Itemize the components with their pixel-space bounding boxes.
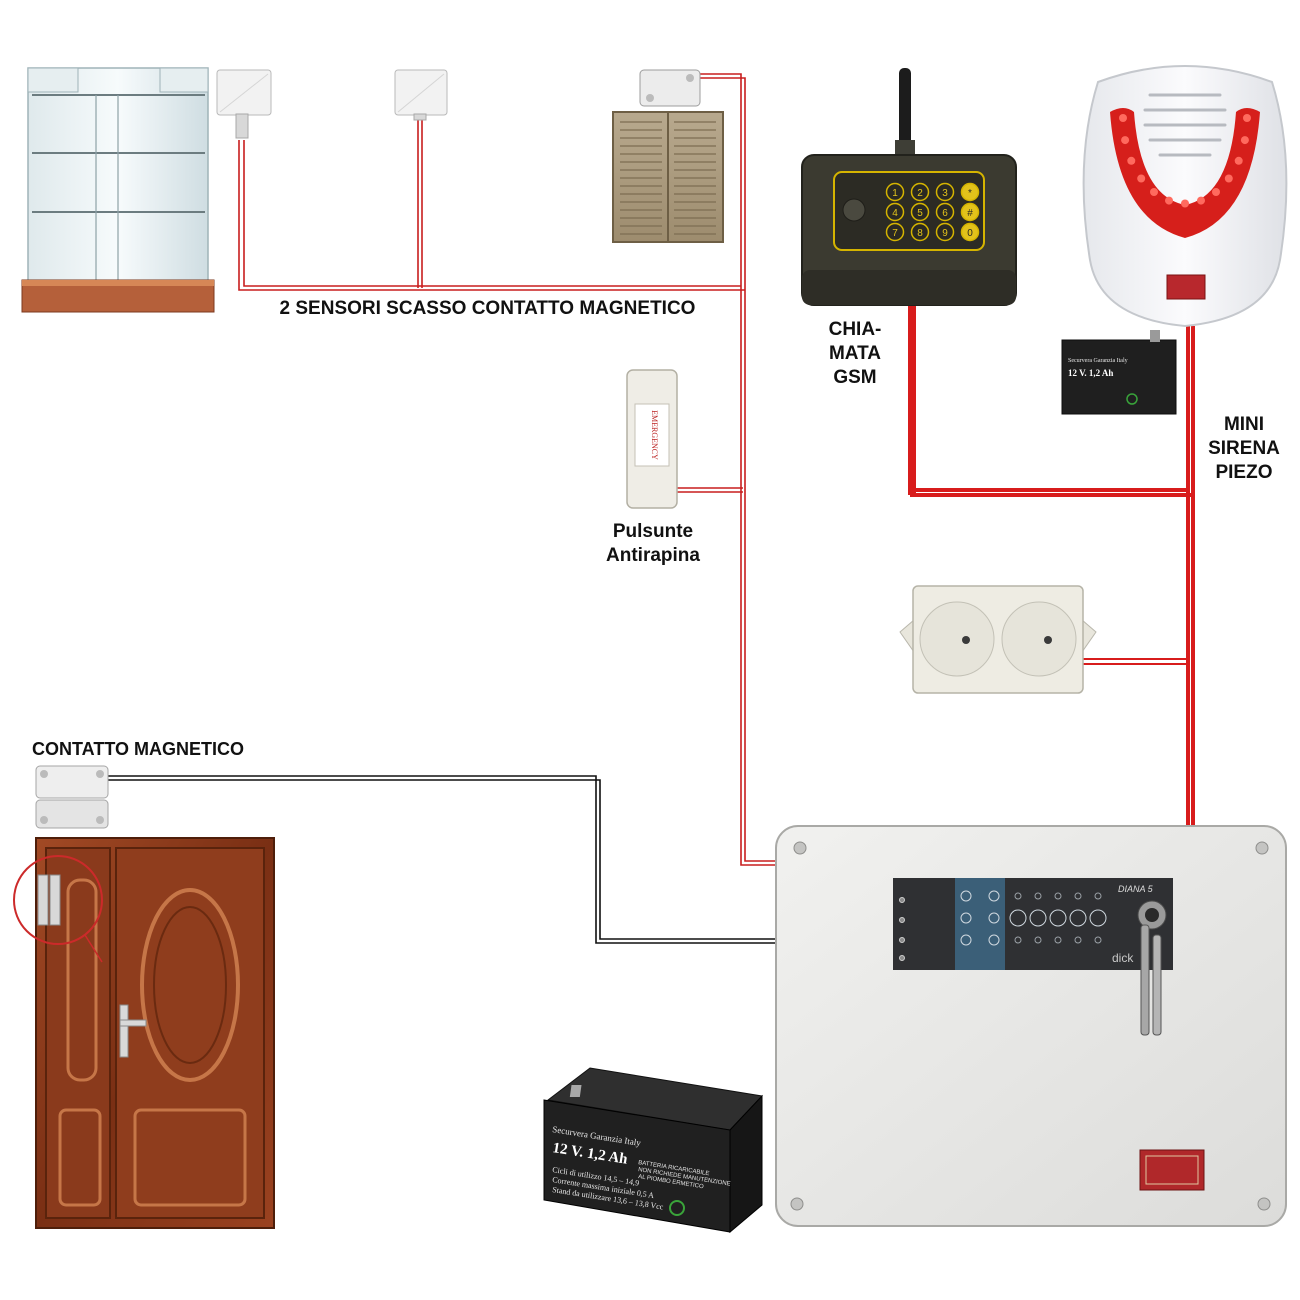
- battery-large: Securvera Garanzia Italy 12 V. 1,2 Ah BA…: [543, 1067, 764, 1234]
- panel-led: [899, 955, 905, 961]
- battery-small-rating: 12 V. 1,2 Ah: [1068, 368, 1113, 378]
- panel-led: [960, 912, 972, 924]
- glass-display-case: [21, 67, 215, 313]
- battery-small-brand: Securvera Garanzia Italy: [1068, 358, 1128, 364]
- gsm-key-label: 1: [892, 188, 898, 199]
- sensor-wire-red: [238, 73, 780, 866]
- svg-text:EMERGENCY: EMERGENCY: [650, 410, 659, 460]
- gsm-key: 3: [935, 182, 955, 202]
- door-magnetic-contact: [35, 765, 109, 829]
- siren-led: [1127, 156, 1136, 165]
- gsm-key: *: [960, 182, 980, 202]
- siren-led: [1197, 196, 1205, 205]
- buzzer-wire-red: [1082, 658, 1188, 665]
- siren-led: [1224, 174, 1233, 183]
- gsm-key: #: [960, 202, 980, 222]
- gsm-key: 9: [935, 222, 955, 242]
- panel-led: [1014, 936, 1022, 944]
- panel-led: [1009, 909, 1027, 927]
- panel-led: [1054, 892, 1062, 900]
- piezo-buzzer: [899, 585, 1097, 694]
- panel-led: [899, 917, 905, 923]
- panel-led: [960, 890, 972, 902]
- gsm-key-label: #: [967, 208, 973, 219]
- panel-led: [1094, 936, 1102, 944]
- gsm-key-label: 8: [917, 228, 923, 239]
- panel-led: [988, 912, 1000, 924]
- siren-led: [1121, 136, 1130, 145]
- siren-label-line-1: MINI: [1223, 414, 1265, 435]
- panel-led: [1074, 892, 1082, 900]
- siren-led: [1181, 199, 1189, 208]
- gsm-key-label: 4: [892, 208, 898, 219]
- siren-led: [1240, 136, 1249, 145]
- gsm-key-label: 6: [942, 208, 948, 219]
- siren-led: [1243, 114, 1251, 122]
- wiring: [108, 73, 1195, 944]
- gsm-key: 0: [960, 222, 980, 242]
- shutter-contact: [639, 69, 701, 107]
- front-door: [13, 837, 275, 1229]
- mini-siren: [1082, 65, 1288, 328]
- panel-led: [1089, 909, 1107, 927]
- panel-led: [1029, 909, 1047, 927]
- panel-led: [899, 897, 905, 903]
- gsm-key: 7: [885, 222, 905, 242]
- gsm-dialer: 1 2 3 * 4 5 6 #7 8 9 0: [801, 68, 1017, 306]
- gsm-key-label: 0: [967, 228, 973, 239]
- panic-label-line-1: Pulsunte: [612, 521, 694, 542]
- siren-led: [1119, 114, 1127, 122]
- panel-led: [1054, 936, 1062, 944]
- gsm-key-label: 9: [942, 228, 948, 239]
- panel-led: [899, 937, 905, 943]
- gsm-key-label: 7: [892, 228, 898, 239]
- battery-small: Securvera Garanzia Italy 12 V. 1,2 Ah: [1061, 330, 1177, 415]
- siren-label-line-3: PIEZO: [1215, 462, 1273, 483]
- gsm-key-label: 2: [917, 188, 923, 199]
- gsm-label-line-3: GSM: [833, 367, 877, 388]
- gsm-key: 6: [935, 202, 955, 222]
- siren-led: [1150, 188, 1158, 196]
- gsm-label-line-2: MATA: [828, 343, 882, 364]
- gsm-label-line-1: CHIA-: [828, 319, 882, 340]
- gsm-key: 4: [885, 202, 905, 222]
- panic-button: EMERGENCY: [626, 369, 678, 509]
- panel-led: [1074, 936, 1082, 944]
- gsm-key-label: *: [968, 188, 972, 199]
- siren-led: [1165, 196, 1173, 205]
- magnetic-sensor-2: [394, 69, 448, 121]
- siren-led: [1137, 174, 1146, 183]
- gsm-key-label: 3: [942, 188, 948, 199]
- gsm-key-label: 5: [917, 208, 923, 219]
- siren-label-line-2: SIRENA: [1208, 438, 1280, 459]
- siren-led: [1234, 156, 1243, 165]
- gsm-key: 1: [885, 182, 905, 202]
- panel-led: [988, 890, 1000, 902]
- gsm-key: 2: [910, 182, 930, 202]
- panel-model: DIANA 5: [1118, 884, 1154, 894]
- panel-led: [1014, 892, 1022, 900]
- magnetic-sensor-1: [216, 69, 272, 139]
- panel-brand: dick: [1112, 951, 1134, 965]
- panel-led: [1049, 909, 1067, 927]
- panic-label-line-2: Antirapina: [606, 545, 700, 566]
- panel-led: [960, 934, 972, 946]
- gsm-key: 5: [910, 202, 930, 222]
- door-contact-label: CONTATTO MAGNETICO: [32, 739, 244, 759]
- panel-led: [988, 934, 1000, 946]
- alarm-control-panel: DIANA 5 dick: [775, 825, 1287, 1227]
- door-contact-wire: [108, 775, 778, 944]
- gsm-key: 8: [910, 222, 930, 242]
- panel-led: [1034, 892, 1042, 900]
- sensors-caption: 2 SENSORI SCASSO CONTATTO MAGNETICO: [279, 298, 696, 319]
- panel-led: [1069, 909, 1087, 927]
- siren-led: [1212, 188, 1220, 196]
- panel-led: [1094, 892, 1102, 900]
- panel-led: [1034, 936, 1042, 944]
- window-shutter: [612, 111, 724, 243]
- siren-wire-red: [908, 305, 1195, 828]
